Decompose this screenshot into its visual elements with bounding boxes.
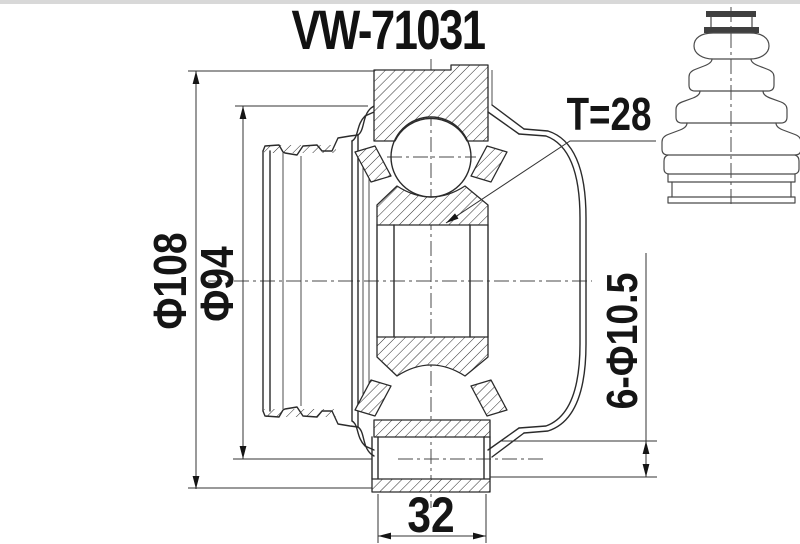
boot-groove-knurl-top bbox=[264, 145, 336, 153]
arrowhead bbox=[642, 464, 650, 477]
inner-race-section-bottom bbox=[376, 336, 489, 377]
dim-label-stem-width: 32 bbox=[407, 487, 454, 543]
boot-fold-3 bbox=[675, 90, 788, 124]
arrowhead bbox=[192, 476, 200, 489]
flange-curve-outer bbox=[523, 128, 587, 434]
boot-base-lip bbox=[667, 196, 796, 204]
bell-shoulder-top-outer bbox=[357, 105, 375, 136]
bell-shoulder-bottom-outer bbox=[357, 426, 375, 457]
flange-wing-top-inner bbox=[487, 111, 520, 135]
boot-groove-profile-top bbox=[262, 134, 359, 156]
boot-neck bbox=[710, 16, 753, 29]
outer-race-section-bottom bbox=[373, 419, 491, 438]
arrowhead bbox=[239, 446, 247, 459]
arrowhead bbox=[378, 532, 391, 540]
dimensions: Φ108 Φ94 T=28 6-Φ10.5 32 bbox=[145, 70, 656, 543]
boot-fold-4 bbox=[661, 122, 800, 156]
bearing-ball bbox=[390, 116, 472, 198]
arrowhead bbox=[473, 532, 486, 540]
flange-wing-top-outer bbox=[491, 104, 525, 130]
arrowhead bbox=[642, 441, 650, 454]
dim-label-spline-teeth: T=28 bbox=[567, 88, 652, 140]
flange-outline bbox=[487, 70, 657, 478]
arrowhead bbox=[192, 71, 200, 84]
arrowhead bbox=[239, 106, 247, 119]
bell-shoulder-bottom-inner bbox=[351, 420, 375, 451]
boot-bulb bbox=[693, 32, 770, 60]
part-number-title: VW-71031 bbox=[291, 0, 486, 61]
cv-boot-icon bbox=[661, 11, 800, 204]
boot-clamp-second bbox=[704, 27, 759, 33]
dim-label-outer-diameter: Φ108 bbox=[145, 232, 197, 329]
cage-section-top-right bbox=[470, 145, 508, 183]
arrowhead bbox=[446, 213, 459, 223]
top-strip bbox=[0, 0, 800, 4]
cage-section-top-left bbox=[354, 145, 392, 183]
flange-wing-bottom-inner bbox=[487, 427, 520, 451]
outer-bell-side-view bbox=[262, 105, 375, 457]
cross-section bbox=[354, 64, 508, 493]
flange-curve-inner bbox=[518, 133, 581, 429]
boot-clamp-top bbox=[706, 11, 756, 17]
boot-fold-2 bbox=[688, 58, 775, 92]
boot-step bbox=[667, 173, 796, 183]
dim-label-bolt-holes: 6-Φ10.5 bbox=[597, 273, 647, 410]
cage-section-bottom-left bbox=[354, 379, 392, 417]
bell-shoulder-top-inner bbox=[351, 111, 375, 142]
boot-base-walls bbox=[671, 181, 792, 198]
cage-section-bottom-right bbox=[470, 379, 508, 417]
flange-wing-bottom-outer bbox=[491, 432, 525, 458]
leader-line-spline-teeth bbox=[445, 140, 656, 224]
boot-groove-profile-bottom bbox=[262, 406, 359, 428]
outer-race-section-top bbox=[373, 64, 489, 142]
inner-race-section-top bbox=[376, 185, 489, 226]
boot-groove-knurl-bottom bbox=[264, 409, 336, 417]
boot-rim-band bbox=[663, 154, 800, 175]
dim-label-race-diameter: Φ94 bbox=[192, 246, 244, 322]
